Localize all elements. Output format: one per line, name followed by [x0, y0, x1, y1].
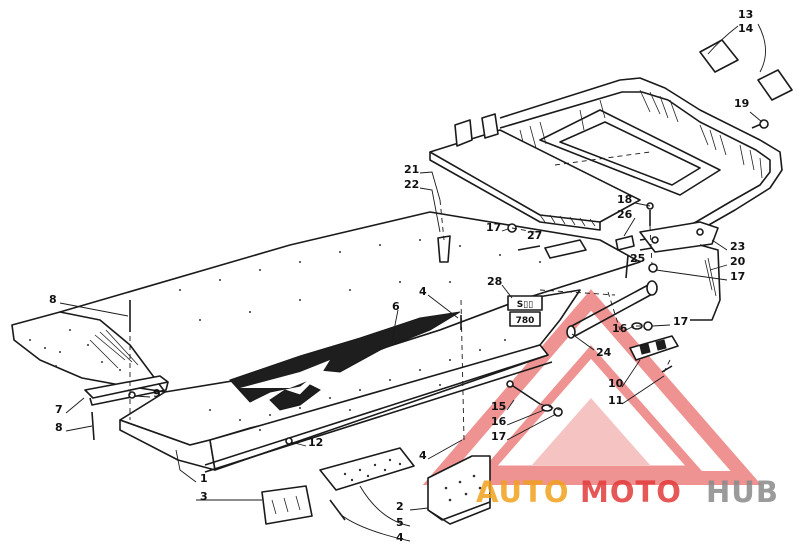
watermark-part-hub: HUB: [706, 475, 779, 509]
callout-c8b: 8: [55, 421, 63, 434]
callout-c6: 6: [392, 300, 400, 313]
callout-c25: 25: [630, 252, 645, 265]
watermark-logo-icon: [422, 289, 762, 485]
rear-bumper-assembly: [499, 77, 783, 321]
mud-flap-plate: [261, 485, 313, 525]
decal-text-bottom: 780: [516, 316, 535, 326]
callout-c17c: 17: [673, 315, 688, 328]
leader-lines: [59, 23, 766, 542]
callout-c26: 26: [617, 208, 633, 221]
reflector-top: [699, 39, 739, 73]
callout-c8a: 8: [49, 293, 57, 306]
callout-c22: 22: [404, 178, 419, 191]
traction-strip: [319, 447, 415, 491]
watermark-part-moto: MOTO: [580, 475, 682, 509]
callout-c19: 19: [734, 97, 749, 110]
callout-c14: 14: [738, 22, 754, 35]
callout-c28: 28: [487, 275, 502, 288]
callout-c13: 13: [738, 8, 753, 21]
callout-c4c: 4: [396, 531, 404, 544]
callout-c7: 7: [55, 403, 63, 416]
callout-c9: 9: [153, 387, 161, 400]
callout-c17b: 17: [730, 270, 745, 283]
callout-c16a: 16: [612, 322, 628, 335]
callout-c1: 1: [200, 472, 208, 485]
brace-bracket: [84, 375, 169, 406]
side-panel: [119, 289, 581, 473]
callout-c10: 10: [608, 377, 624, 390]
callout-c17a: 17: [486, 221, 501, 234]
callout-c11: 11: [608, 394, 623, 407]
callout-labels: 1314192122182617272320251728486171624910…: [49, 8, 754, 544]
callout-c23: 23: [730, 240, 745, 253]
callout-c24: 24: [596, 346, 612, 359]
callout-c18: 18: [617, 193, 632, 206]
carrier-plate: [429, 113, 641, 231]
callout-c20: 20: [730, 255, 746, 268]
watermark-part-auto: AUTO: [476, 475, 570, 509]
decal-text-top: S▯▯: [517, 300, 533, 310]
callout-c21: 21: [404, 163, 419, 176]
callout-c17d: 17: [491, 430, 506, 443]
loose-parts: [261, 447, 491, 525]
watermark-text: AUTO MOTO HUB: [476, 475, 779, 509]
callout-c15: 15: [491, 400, 506, 413]
hardware: S▯▯ 780: [91, 39, 793, 521]
callout-c2: 2: [396, 500, 404, 513]
callout-c3: 3: [200, 490, 208, 503]
callout-c16b: 16: [491, 415, 507, 428]
callout-c27: 27: [527, 229, 542, 242]
callout-c4b: 4: [419, 449, 427, 462]
callout-c12: 12: [308, 436, 323, 449]
assembly-lines: [129, 151, 671, 441]
reflector-bottom: [757, 69, 793, 101]
callout-c4a: 4: [419, 285, 427, 298]
callout-c5: 5: [396, 516, 404, 529]
